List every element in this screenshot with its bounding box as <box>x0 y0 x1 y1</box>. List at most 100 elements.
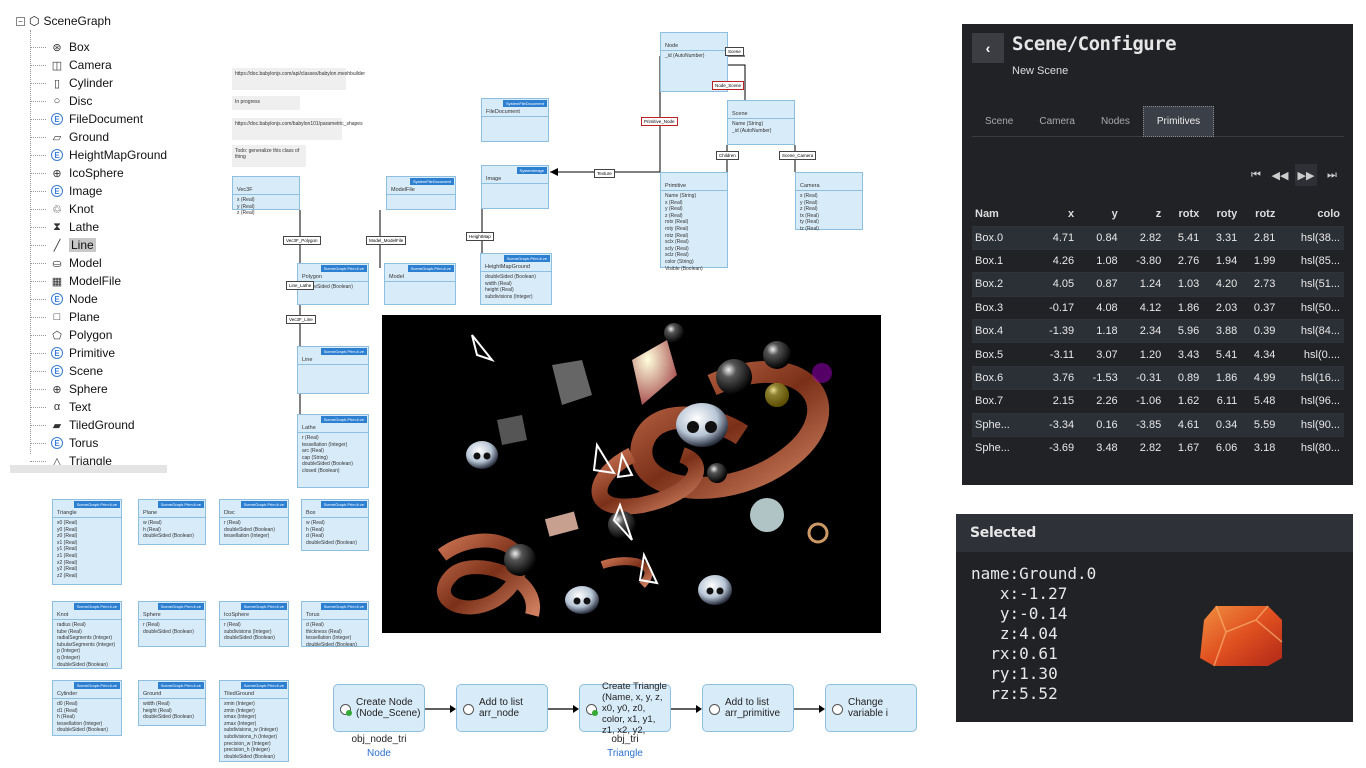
tree-item-ground[interactable]: ▱Ground <box>30 128 109 146</box>
scene-render-viewport[interactable] <box>382 315 881 633</box>
column-header[interactable]: roty <box>1216 207 1238 220</box>
class-fields: x0 (Real)y0 (Real)z0 (Real)x1 (Real)y1 (… <box>53 518 121 581</box>
class-field: h (Real) <box>306 526 324 533</box>
scenegraph-tree[interactable]: − ⬡ SceneGraph ⊛Box◫Camera▯Cylinder○Disc… <box>10 10 170 475</box>
flow-step-create-triangle[interactable]: Create Triangle (Name, x, y, z, x0, y0, … <box>579 681 671 736</box>
table-cell: 4.08 <box>1078 295 1122 320</box>
tab-camera[interactable]: Camera <box>1039 116 1075 127</box>
class-field: z0 (Real) <box>57 533 78 540</box>
column-header[interactable]: rotx <box>1178 207 1200 220</box>
tree-item-label: Triangle <box>69 454 112 468</box>
class-name: Knot <box>53 611 121 620</box>
tree-item-sphere[interactable]: ⊕Sphere <box>30 380 108 398</box>
tree-item-box[interactable]: ⊛Box <box>30 38 90 56</box>
tree-horizontal-scrollbar[interactable] <box>10 465 167 473</box>
tree-item-triangle[interactable]: △Triangle <box>30 452 112 470</box>
flow-output-type[interactable]: Triangle <box>607 748 643 759</box>
table-cell: hsl(51... <box>1279 272 1344 297</box>
tree-item-polygon[interactable]: ⬠Polygon <box>30 326 112 344</box>
tree-item-camera[interactable]: ◫Camera <box>30 56 112 74</box>
last-page-icon[interactable]: ⏭ <box>1327 168 1337 181</box>
column-header[interactable]: Nam <box>975 207 999 220</box>
tree-root[interactable]: − ⬡ SceneGraph <box>16 12 111 30</box>
previous-page-icon[interactable]: ◀◀ <box>1271 169 1289 182</box>
tree-item-disc[interactable]: ○Disc <box>30 92 92 110</box>
class-field: arc (Real) <box>302 448 324 455</box>
class-fields: doubleSided (Boolean) <box>298 282 368 293</box>
table-cell: 2.82 <box>1121 436 1166 460</box>
tree-item-icosphere[interactable]: ⊕IcoSphere <box>30 164 124 182</box>
tab-scene[interactable]: Scene <box>985 116 1014 127</box>
flow-output-type[interactable]: Node <box>367 748 391 759</box>
column-header[interactable]: z <box>1155 207 1162 220</box>
tree-item-tiledground[interactable]: ▰TiledGround <box>30 416 135 434</box>
tab-nodes[interactable]: Nodes <box>1100 116 1130 127</box>
tree-item-knot[interactable]: ♲Knot <box>30 200 94 218</box>
tree-item-model[interactable]: ⛀Model <box>30 254 102 272</box>
back-button[interactable]: ‹ <box>972 33 1004 63</box>
collapse-toggle-icon[interactable]: − <box>16 16 25 26</box>
tree-item-lathe[interactable]: ⧗Lathe <box>30 218 99 236</box>
column-header[interactable]: colo <box>1317 207 1340 220</box>
tree-item-modelfile[interactable]: ▦ModelFile <box>30 272 121 290</box>
next-page-icon[interactable]: ▶▶ <box>1295 164 1317 186</box>
column-header[interactable]: rotz <box>1255 207 1276 220</box>
flow-step-add-primitive[interactable]: Add to list arr_primitive <box>702 684 794 732</box>
tab-primitives[interactable]: Primitives <box>1142 106 1215 137</box>
tree-item-line[interactable]: ╱Line <box>30 236 96 254</box>
class-field: r (Real) <box>143 622 160 628</box>
flow-step-create-node[interactable]: Create Node (Node_Scene) <box>333 684 425 732</box>
first-page-icon[interactable]: ⏮ <box>1251 168 1261 181</box>
table-cell: -3.80 <box>1121 248 1166 273</box>
tree-item-plane[interactable]: □Plane <box>30 308 100 326</box>
table-cell: Box.2 <box>972 272 1035 297</box>
class-icon: E <box>50 364 64 378</box>
tree-item-cylinder[interactable]: ▯Cylinder <box>30 74 113 92</box>
flow-step-add-node[interactable]: Add to list arr_node <box>456 684 548 732</box>
flow-step-change-variable[interactable]: Change variable i <box>825 684 917 732</box>
note: https://doc.babylonjs.com/api/classes/ba… <box>232 68 365 90</box>
column-header[interactable]: y <box>1111 207 1118 220</box>
column-header[interactable]: x <box>1068 207 1075 220</box>
